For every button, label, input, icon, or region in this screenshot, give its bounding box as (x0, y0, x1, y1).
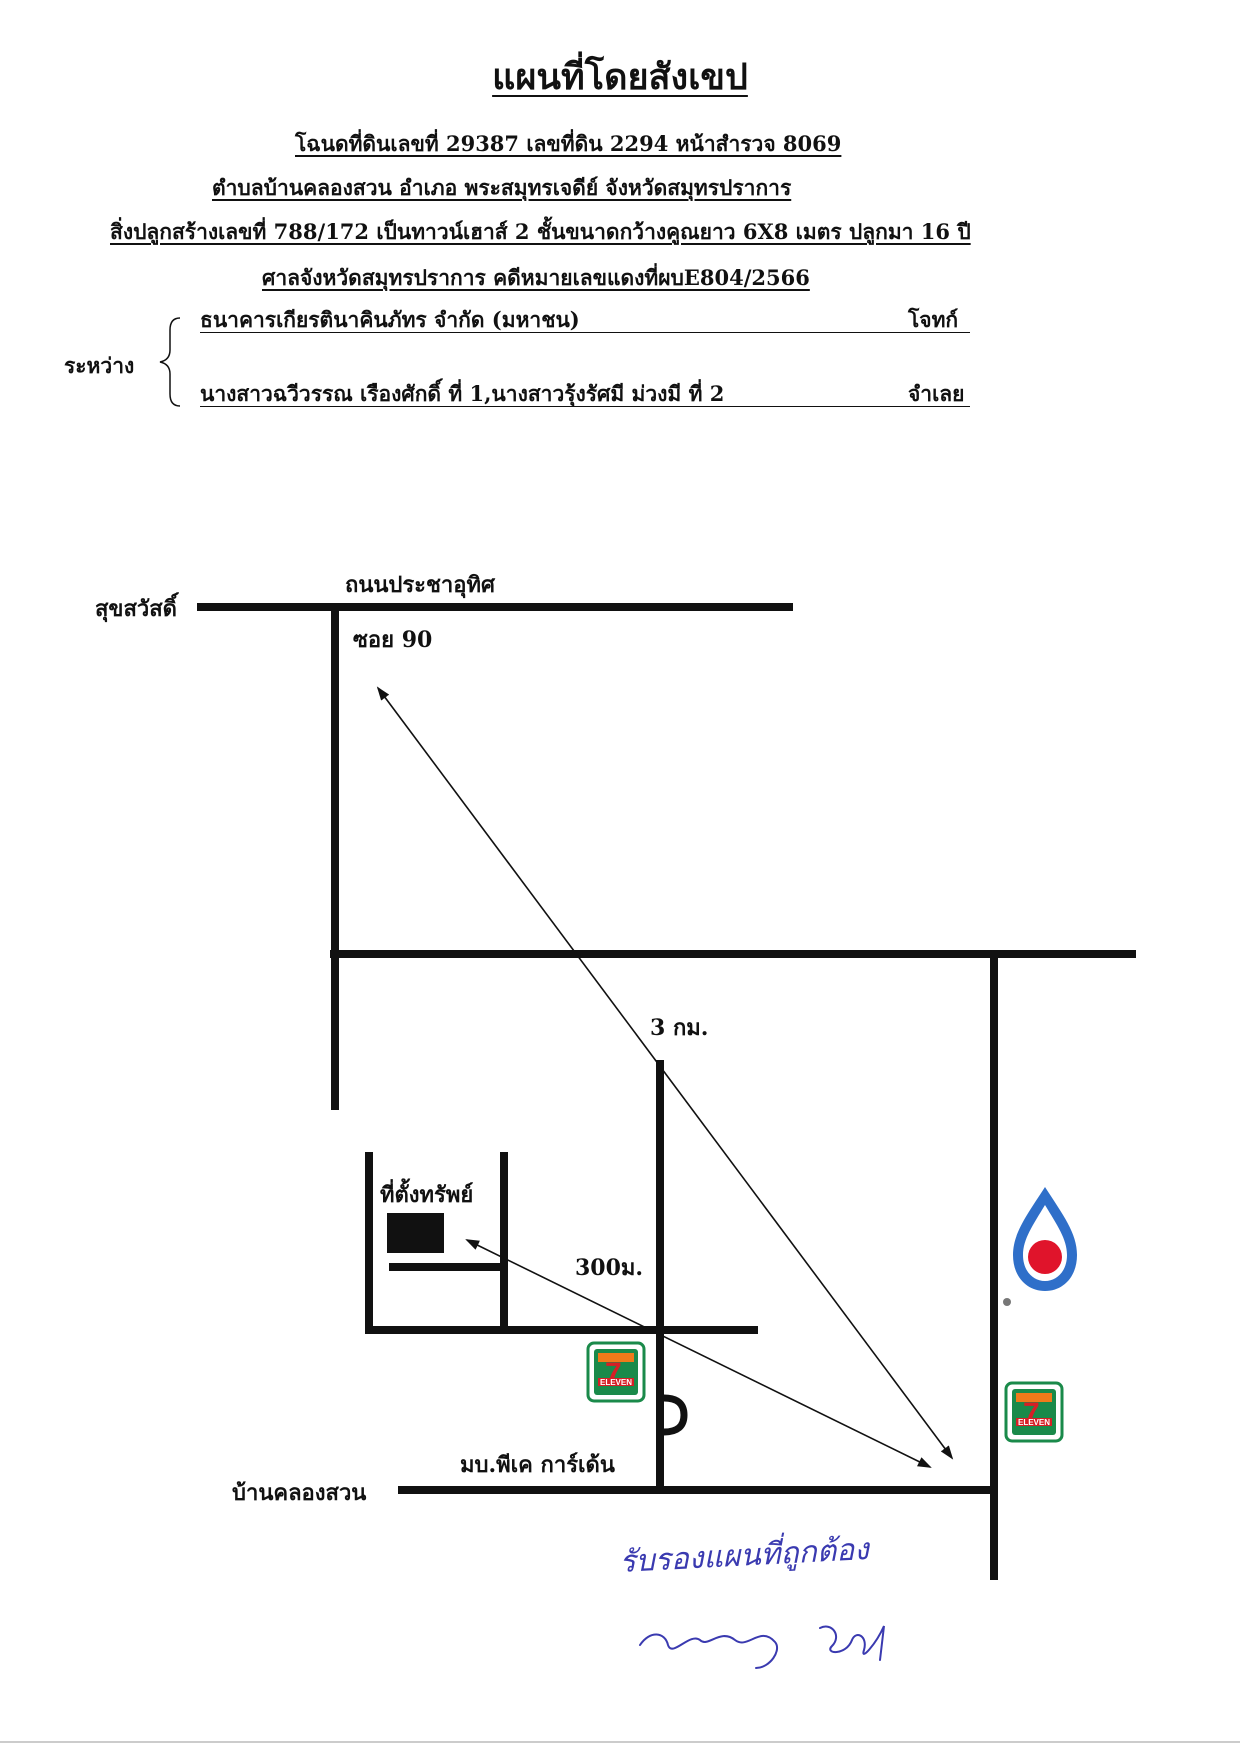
defendant-role: จำเลย (908, 381, 965, 406)
arrow-3km (376, 686, 954, 1460)
page-title: แผนที่โดยสังเขป (0, 48, 1240, 105)
label-300m: 300ม. (575, 1255, 643, 1281)
defendant-name: นางสาวฉวีวรรณ เรืองศักดิ์ ที่ 1,นางสาวรุ… (200, 381, 725, 406)
party-bracket (159, 317, 181, 407)
seven-eleven-left-text: ELEVEN (600, 1378, 632, 1387)
seven-eleven-icon-left: 7 ELEVEN (586, 1341, 646, 1403)
plaintiff-role: โจทก์ (908, 307, 959, 332)
location-line: ตำบลบ้านคลองสวน อำเภอ พระสมุทรเจดีย์ จัง… (212, 175, 792, 200)
seven-eleven-right-text: ELEVEN (1018, 1418, 1050, 1427)
building-line: สิ่งปลูกสร้างเลขที่ 788/172 เป็นทาวน์เฮา… (110, 219, 971, 244)
label-sukhumvit: สุขสวัสดิ์ (95, 592, 179, 623)
seven-eleven-right-number: 7 (1023, 1397, 1040, 1430)
u-turn-marker (663, 1394, 688, 1436)
court-case-line: ศาลจังหวัดสมุทรปราการ คดีหมายเลขแดงที่ผบ… (262, 265, 810, 290)
ptt-station-icon (1003, 1187, 1077, 1306)
label-prachauthit: ถนนประชาอุทิศ (345, 572, 496, 599)
label-village: มบ.พีเค การ์เด้น (460, 1452, 615, 1478)
plaintiff-name: ธนาคารเกียรตินาคินภัทร จำกัด (มหาชน) (200, 307, 580, 332)
label-3km: 3 กม. (650, 1015, 708, 1041)
between-label: ระหว่าง (64, 353, 135, 378)
label-property: ที่ตั้งทรัพย์ (380, 1178, 473, 1208)
plaintiff-underline (200, 332, 970, 333)
title-deed-line: โฉนดที่ดินเลขที่ 29387 เลขที่ดิน 2294 หน… (295, 131, 842, 156)
arrow-300m (465, 1239, 932, 1468)
property-block (387, 1213, 444, 1253)
label-bankhlongsuan: บ้านคลองสวน (232, 1480, 366, 1506)
seven-eleven-left-number: 7 (605, 1357, 622, 1390)
page-title-text: แผนที่โดยสังเขป (492, 56, 748, 98)
defendant-underline (200, 406, 970, 407)
handwritten-signature (639, 1625, 885, 1669)
seven-eleven-icon-right: 7 ELEVEN (1004, 1381, 1064, 1443)
handwritten-certification: รับรองแผนที่ถูกต้อง (618, 1528, 872, 1580)
label-soi: ซอย 90 (353, 627, 432, 653)
